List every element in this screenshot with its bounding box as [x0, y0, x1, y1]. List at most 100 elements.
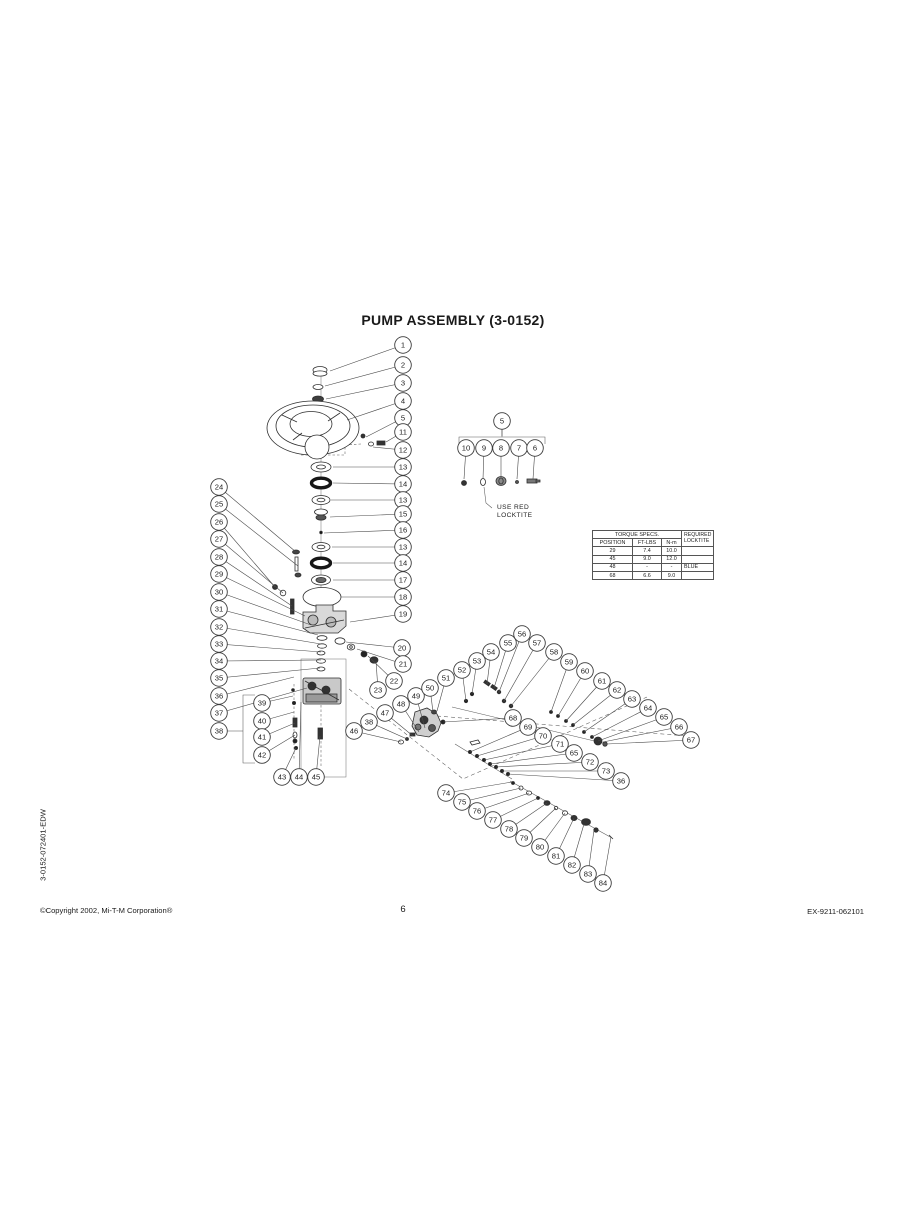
svg-text:23: 23: [374, 686, 382, 695]
callout-53: 53: [468, 652, 486, 670]
callout-8: 8: [492, 439, 510, 457]
callout-leader-2: [324, 364, 404, 387]
svg-text:76: 76: [473, 807, 481, 816]
svg-text:8: 8: [499, 444, 503, 453]
svg-text:57: 57: [533, 639, 541, 648]
svg-text:24: 24: [215, 483, 223, 492]
torque-cell: 45: [592, 554, 633, 564]
callout-24: 24: [210, 478, 228, 496]
callout-37: 37: [210, 704, 228, 722]
callout-7: 7: [510, 439, 528, 457]
svg-text:56: 56: [518, 630, 526, 639]
svg-text:46: 46: [350, 727, 358, 736]
svg-text:43: 43: [278, 773, 286, 782]
callout-leader-28: [218, 556, 293, 607]
svg-text:71: 71: [556, 740, 564, 749]
callout-39: 39: [253, 694, 271, 712]
callout-leader-27: [218, 538, 284, 594]
callout-13: 13: [394, 458, 412, 476]
callout-leader-29: [218, 573, 306, 617]
svg-text:65: 65: [570, 749, 578, 758]
svg-text:61: 61: [598, 677, 606, 686]
callout-80: 80: [531, 838, 549, 856]
svg-text:10: 10: [462, 444, 470, 453]
callout-leader-33: [218, 643, 322, 653]
callout-leader-24: [218, 486, 297, 553]
callout-71: 71: [551, 735, 569, 753]
svg-text:55: 55: [504, 639, 512, 648]
callout-57: 57: [528, 634, 546, 652]
callout-67: 67: [682, 731, 700, 749]
callout-81: 81: [547, 847, 565, 865]
callout-26: 26: [210, 513, 228, 531]
callout-11: 11: [394, 423, 412, 441]
svg-text:5: 5: [401, 414, 405, 423]
callout-47: 47: [376, 704, 394, 722]
callout-12: 12: [394, 441, 412, 459]
callout-79: 79: [515, 829, 533, 847]
callout-36: 36: [612, 772, 630, 790]
svg-text:79: 79: [520, 834, 528, 843]
callout-56: 56: [513, 625, 531, 643]
callout-leader-71: [483, 743, 561, 761]
torque-col-ftlbs: FT-LBS: [632, 538, 662, 548]
svg-text:53: 53: [473, 657, 481, 666]
callout-52: 52: [453, 661, 471, 679]
callout-59: 59: [560, 653, 578, 671]
callout-leader-34: [218, 659, 322, 662]
torque-cell: -: [661, 562, 682, 573]
callout-51: 51: [437, 669, 455, 687]
svg-text:50: 50: [426, 684, 434, 693]
callout-14: 14: [394, 475, 412, 493]
torque-cell: 7.4: [632, 546, 662, 556]
torque-cell: 12.0: [661, 554, 682, 564]
svg-text:33: 33: [215, 640, 223, 649]
svg-text:44: 44: [295, 773, 303, 782]
callout-leader-68: [442, 717, 514, 723]
callout-33: 33: [210, 635, 228, 653]
callout-75: 75: [453, 793, 471, 811]
callout-40: 40: [253, 712, 271, 730]
callout-61: 61: [593, 672, 611, 690]
callout-leader-72: [495, 761, 591, 768]
svg-text:27: 27: [215, 535, 223, 544]
svg-text:72: 72: [586, 758, 594, 767]
svg-text:13: 13: [399, 543, 407, 552]
callout-leader-69: [469, 726, 529, 753]
svg-text:47: 47: [381, 709, 389, 718]
svg-text:62: 62: [613, 686, 621, 695]
svg-text:75: 75: [458, 798, 466, 807]
callout-10: 10: [457, 439, 475, 457]
callout-leader-44: [298, 701, 302, 778]
svg-text:37: 37: [215, 709, 223, 718]
callout-35: 35: [210, 669, 228, 687]
callout-19: 19: [394, 605, 412, 623]
callout-45: 45: [307, 768, 325, 786]
svg-text:16: 16: [399, 526, 407, 535]
callout-14: 14: [394, 554, 412, 572]
callout-46: 46: [345, 722, 363, 740]
svg-text:22: 22: [390, 677, 398, 686]
svg-text:64: 64: [644, 704, 652, 713]
svg-text:25: 25: [215, 500, 223, 509]
callout-44: 44: [290, 768, 308, 786]
callout-18: 18: [394, 588, 412, 606]
svg-text:2: 2: [401, 361, 405, 370]
callout-62: 62: [608, 681, 626, 699]
callout-54: 54: [482, 643, 500, 661]
callout-34: 34: [210, 652, 228, 670]
svg-text:84: 84: [599, 879, 607, 888]
torque-cell: -: [632, 562, 662, 573]
torque-cell: [680, 554, 715, 564]
callout-leader-61: [565, 680, 603, 722]
callout-leader-65: [597, 716, 665, 742]
callout-78: 78: [500, 820, 518, 838]
callout-16: 16: [394, 521, 412, 539]
svg-text:80: 80: [536, 843, 544, 852]
torque-cell: [680, 571, 715, 581]
svg-text:49: 49: [412, 692, 420, 701]
